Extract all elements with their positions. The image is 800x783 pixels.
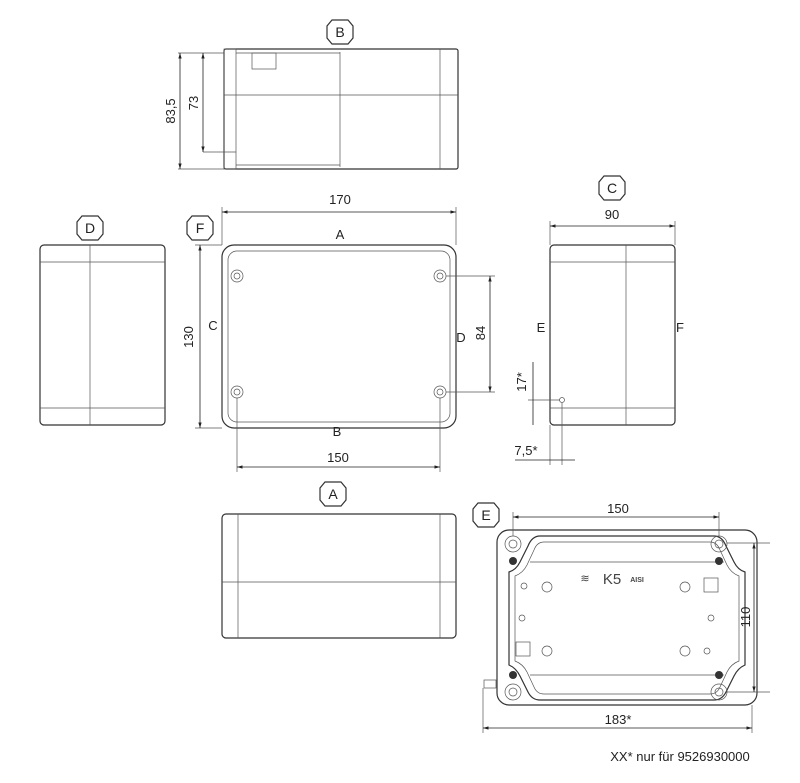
dim-height: 130 [181, 326, 196, 348]
view-label-e: E [481, 507, 490, 523]
view-b: B 83,5 73 [163, 19, 459, 170]
view-label-d: D [85, 220, 95, 236]
dim-width: 170 [329, 192, 351, 207]
view-d: D [39, 215, 166, 426]
view-label-a: A [328, 486, 338, 502]
dim-hole-spacing-v: 110 [738, 607, 753, 628]
side-label-e: E [537, 320, 546, 335]
dim-inner-height: 73 [186, 96, 201, 110]
side-label-bottom: B [333, 424, 342, 439]
view-c: C 90 E F 17* 7,5* [514, 175, 684, 465]
marking-material: AISI [630, 577, 644, 584]
view-label-f: F [196, 220, 205, 236]
view-f: F 170 130 84 150 A B C D [181, 192, 495, 472]
dim-hole-spacing-h: 150 [607, 501, 629, 516]
dim-screw-spacing-h: 150 [327, 450, 349, 465]
dim-screw-spacing-v: 84 [473, 326, 488, 340]
dim-vent-height: 17* [514, 372, 529, 392]
side-label-top: A [336, 227, 345, 242]
side-label-right: D [456, 330, 465, 345]
view-label-b: B [335, 24, 344, 40]
dim-depth: 90 [605, 207, 619, 222]
dim-total-height: 83,5 [163, 98, 178, 123]
dim-total-width: 183* [605, 712, 632, 727]
view-label-c: C [607, 180, 617, 196]
side-label-f: F [676, 320, 684, 335]
manufacturer-logo: ≋ [580, 573, 589, 585]
dim-vent-offset: 7,5* [514, 443, 537, 458]
footnote: XX* nur für 9526930000 [610, 749, 750, 764]
view-e: E ≋ K5 AISI 150 110 [472, 501, 770, 733]
side-label-left: C [208, 318, 217, 333]
view-a: A [221, 481, 457, 639]
view-label-badge-b [326, 19, 354, 45]
marking-k5: K5 [603, 571, 621, 588]
